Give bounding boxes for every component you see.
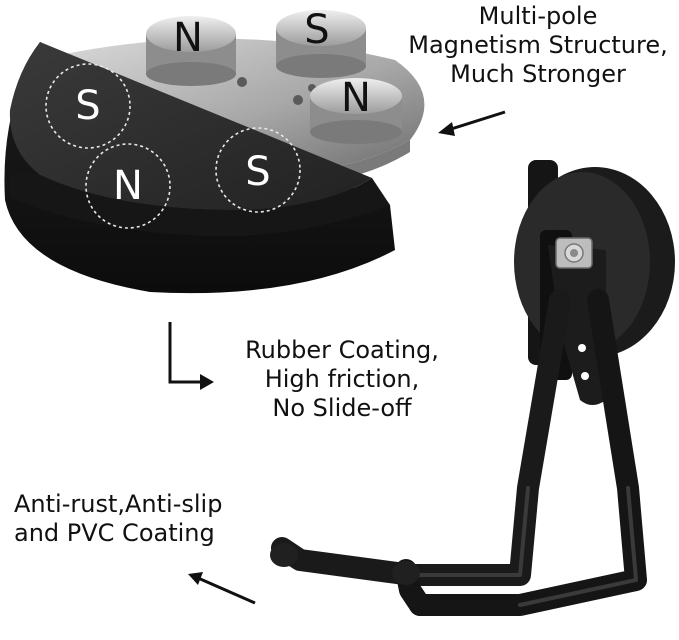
callout-rubber-line-3: No Slide-off	[272, 394, 412, 422]
hook-tip-right	[392, 561, 420, 585]
callout-multipole-line-3: Much Stronger	[450, 60, 626, 88]
pole-label-rubber-3: S	[245, 149, 271, 195]
pole-label-metal-2: S	[304, 7, 330, 53]
callout-pvc-line-2: and PVC Coating	[14, 519, 215, 547]
magnet-cylinder-3	[310, 78, 402, 144]
magnet-cylinder-2	[276, 10, 366, 78]
corner-arrow-icon	[168, 322, 214, 390]
pole-label-metal-1: N	[173, 15, 203, 61]
callout-rubber-coating: Rubber Coating, High friction, No Slide-…	[232, 336, 452, 423]
callout-rubber-line-2: High friction,	[264, 365, 420, 393]
magnet-cylinder-1	[146, 16, 236, 86]
pole-label-rubber-2: N	[113, 163, 143, 209]
callout-pvc-coating: Anti-rust,Anti-slip and PVC Coating	[14, 490, 222, 548]
pole-label-rubber-1: S	[75, 83, 101, 129]
arrow-down-left-icon	[188, 572, 256, 605]
hook-tip-left	[270, 543, 298, 567]
callout-multipole: Multi-pole Magnetism Structure, Much Str…	[398, 2, 678, 89]
callout-pvc-line-1: Anti-rust,Anti-slip	[14, 490, 223, 518]
arrow-left-icon	[438, 110, 506, 136]
callout-multipole-line-2: Magnetism Structure,	[408, 31, 668, 59]
callout-rubber-line-1: Rubber Coating,	[245, 336, 439, 364]
hook-bracket	[548, 237, 606, 405]
callout-multipole-line-1: Multi-pole	[478, 2, 598, 30]
rubber-coating-block	[4, 42, 395, 294]
pole-label-metal-3: N	[341, 75, 371, 121]
